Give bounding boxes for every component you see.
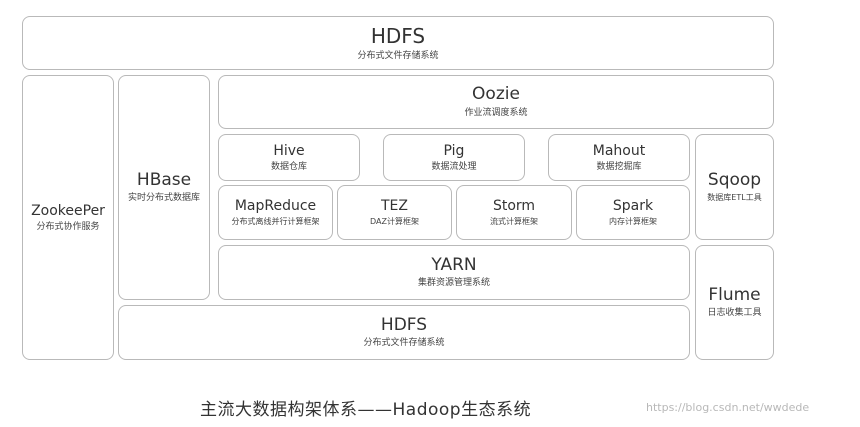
tez-subtitle: DAZ计算框架: [370, 217, 419, 227]
oozie-title: Oozie: [472, 84, 520, 105]
flume-subtitle: 日志收集工具: [707, 308, 762, 319]
hive-box: Hive 数据仓库: [218, 134, 360, 181]
spark-box: Spark 内存计算框架: [576, 185, 690, 240]
hbase-subtitle: 实时分布式数据库: [127, 193, 200, 204]
mahout-subtitle: 数据挖掘库: [596, 161, 642, 172]
flume-box: Flume 日志收集工具: [695, 245, 774, 360]
pig-box: Pig 数据流处理: [383, 134, 525, 181]
storm-title: Storm: [492, 198, 536, 215]
zookeeper-title: ZookeePer: [31, 202, 105, 219]
oozie-box: Oozie 作业流调度系统: [218, 75, 774, 129]
yarn-title: YARN: [431, 254, 477, 275]
spark-subtitle: 内存计算框架: [609, 217, 657, 227]
watermark-url: https://blog.csdn.net/wwdede: [646, 401, 810, 414]
yarn-box: YARN 集群资源管理系统: [218, 245, 690, 300]
mahout-box: Mahout 数据挖掘库: [548, 134, 690, 181]
storm-subtitle: 流式计算框架: [490, 217, 538, 227]
sqoop-box: Sqoop 数据库ETL工具: [695, 134, 774, 240]
mahout-title: Mahout: [592, 142, 646, 159]
oozie-subtitle: 作业流调度系统: [464, 107, 528, 118]
spark-title: Spark: [612, 198, 654, 215]
pig-subtitle: 数据流处理: [431, 161, 477, 172]
storm-box: Storm 流式计算框架: [456, 185, 572, 240]
hdfs-bottom-title: HDFS: [380, 314, 428, 335]
hdfs-bottom-subtitle: 分布式文件存储系统: [363, 338, 445, 349]
sqoop-subtitle: 数据库ETL工具: [707, 193, 762, 203]
zookeeper-box: ZookeePer 分布式协作服务: [22, 75, 114, 360]
mapreduce-title: MapReduce: [234, 198, 317, 215]
zookeeper-subtitle: 分布式协作服务: [36, 221, 100, 232]
hdfs-top-title: HDFS: [370, 23, 426, 48]
hive-title: Hive: [273, 142, 305, 159]
hbase-title: HBase: [136, 169, 192, 190]
tez-title: TEZ: [381, 198, 408, 215]
diagram-caption: 主流大数据构架体系——Hadoop生态系统: [200, 400, 532, 420]
mapreduce-box: MapReduce 分布式离线并行计算框架: [218, 185, 333, 240]
tez-box: TEZ DAZ计算框架: [337, 185, 452, 240]
hdfs-top-box: HDFS 分布式文件存储系统: [22, 16, 774, 70]
hbase-box: HBase 实时分布式数据库: [118, 75, 210, 300]
yarn-subtitle: 集群资源管理系统: [417, 278, 490, 289]
hdfs-top-subtitle: 分布式文件存储系统: [357, 50, 439, 61]
hive-subtitle: 数据仓库: [270, 161, 307, 172]
hdfs-bottom-box: HDFS 分布式文件存储系统: [118, 305, 690, 360]
mapreduce-subtitle: 分布式离线并行计算框架: [231, 217, 320, 227]
sqoop-title: Sqoop: [707, 169, 762, 190]
flume-title: Flume: [708, 284, 761, 305]
pig-title: Pig: [443, 142, 465, 159]
